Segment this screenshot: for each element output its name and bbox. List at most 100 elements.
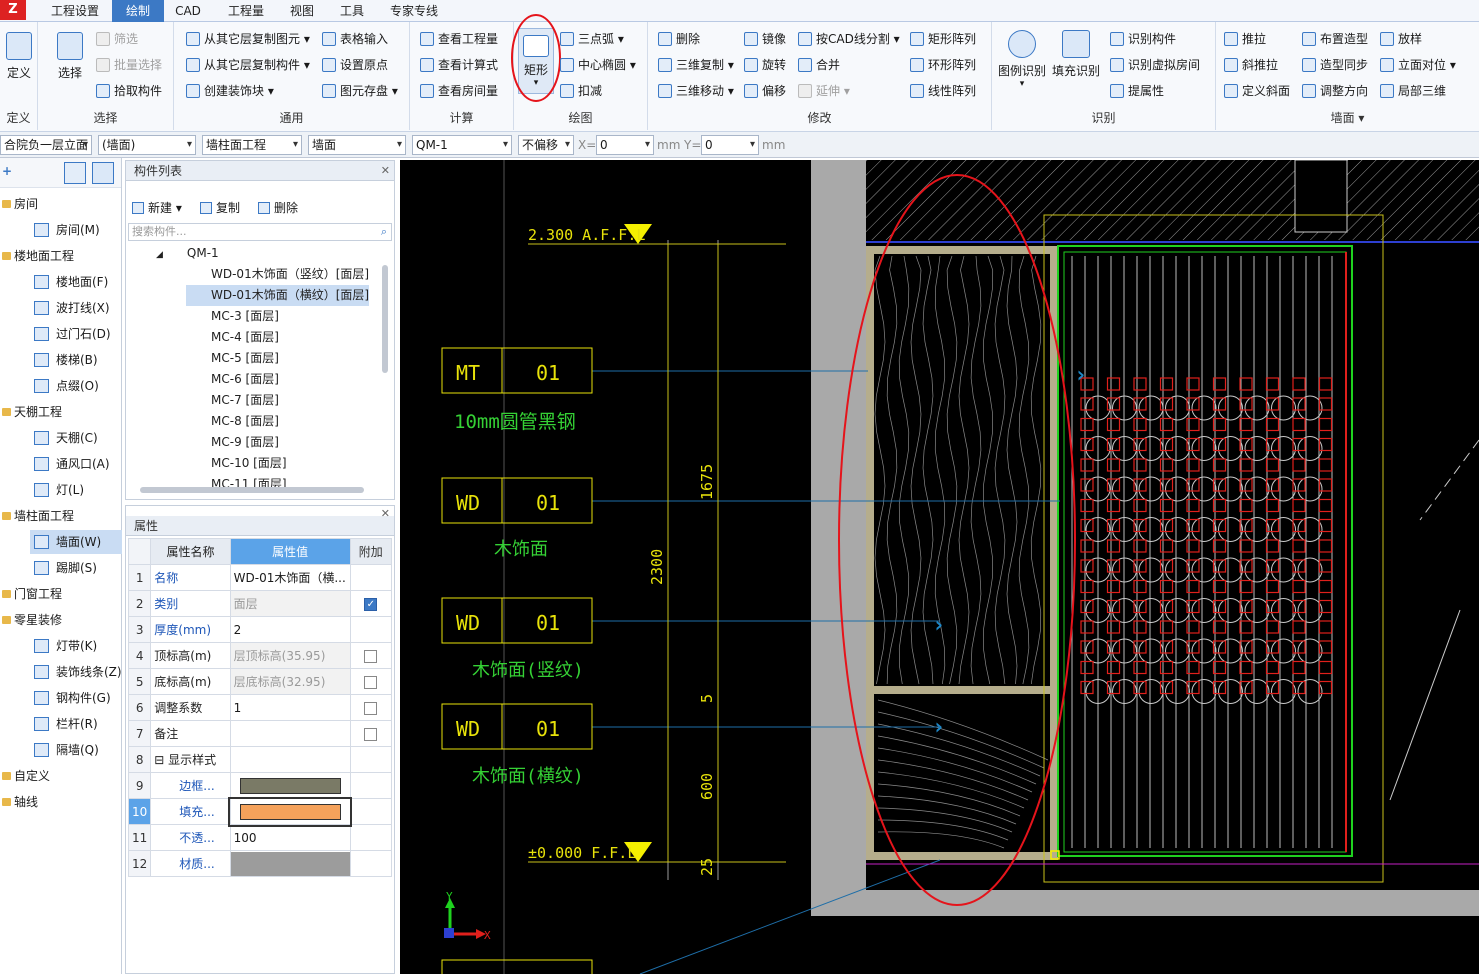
- view-quantity-button[interactable]: 查看工程量: [418, 28, 498, 50]
- offset-select[interactable]: 不偏移: [518, 135, 574, 155]
- property-value[interactable]: [228, 796, 353, 827]
- nav-item[interactable]: 灯(L): [30, 478, 122, 502]
- material-tag[interactable]: WD 01 木饰面(竖纹): [441, 597, 593, 681]
- pick-component-button[interactable]: 拾取构件: [94, 80, 162, 102]
- floor-select[interactable]: 合院负一层立面: [0, 135, 92, 155]
- vertical-scrollbar[interactable]: [382, 265, 388, 373]
- component-list-item[interactable]: MC-9 [面层]: [211, 435, 279, 449]
- nav-category[interactable]: 零星装修: [0, 608, 62, 632]
- drawing-canvas[interactable]: › › › 2.300 A.F.F.L ±0.000 F.F.L 2300 16…: [400, 160, 1479, 974]
- tab-expert[interactable]: 专家专线: [389, 4, 438, 18]
- nav-item[interactable]: 楼地面(F): [30, 270, 122, 294]
- mirror-button[interactable]: 镜像: [742, 28, 786, 50]
- local-3d-button[interactable]: 局部三维: [1378, 80, 1446, 102]
- adjust-direction-button[interactable]: 调整方向: [1300, 80, 1368, 102]
- tab-view[interactable]: 视图: [289, 4, 314, 18]
- nav-item[interactable]: 踢脚(S): [30, 556, 122, 580]
- component-list-item[interactable]: MC-3 [面层]: [211, 309, 279, 323]
- material-tag[interactable]: WD 01 木饰面(横纹): [441, 703, 593, 787]
- nav-item[interactable]: 过门石(D): [30, 322, 122, 346]
- attach-checkbox[interactable]: [364, 701, 378, 715]
- 3d-move-button[interactable]: 三维移动 ▾: [656, 80, 734, 102]
- copy-component-from-layer-button[interactable]: 从其它层复制构件 ▾: [184, 54, 310, 76]
- nav-item[interactable]: 栏杆(R): [30, 712, 122, 736]
- component-list-item[interactable]: MC-4 [面层]: [211, 330, 279, 344]
- property-value[interactable]: [229, 746, 351, 773]
- nav-item[interactable]: 灯带(K): [30, 634, 122, 658]
- define-slope-button[interactable]: 定义斜面: [1222, 80, 1290, 102]
- view-room-quantity-button[interactable]: 查看房间量: [418, 80, 498, 102]
- component-list-item[interactable]: MC-6 [面层]: [211, 372, 279, 386]
- shape-sync-button[interactable]: 造型同步: [1300, 54, 1368, 76]
- tab-quantity[interactable]: 工程量: [227, 4, 264, 18]
- nav-item[interactable]: 房间(M): [30, 218, 122, 242]
- component-list-item[interactable]: MC-10 [面层]: [211, 456, 287, 470]
- nav-item[interactable]: 波打线(X): [30, 296, 122, 320]
- fill-color-swatch[interactable]: [239, 803, 341, 820]
- attach-checkbox[interactable]: [364, 649, 378, 663]
- property-value[interactable]: WD-01木饰面（横...: [229, 564, 351, 591]
- nav-item[interactable]: 通风口(A): [30, 452, 122, 476]
- merge-button[interactable]: 合并: [796, 54, 840, 76]
- material-swatch[interactable]: [231, 851, 350, 876]
- 3d-copy-button[interactable]: 三维复制 ▾: [656, 54, 734, 76]
- x-input[interactable]: 0: [596, 135, 654, 155]
- delete-button[interactable]: 删除: [256, 197, 298, 219]
- nav-category[interactable]: 自定义: [0, 764, 50, 788]
- material-tag[interactable]: WD 01 木饰面: [441, 477, 593, 560]
- subcategory-select[interactable]: 墙面: [308, 135, 406, 155]
- fill-identify-button[interactable]: 填充识别: [1050, 30, 1102, 79]
- horizontal-scrollbar[interactable]: [140, 487, 364, 493]
- filter-button[interactable]: 筛选: [94, 28, 138, 50]
- component-list-item[interactable]: MC-8 [面层]: [211, 414, 279, 428]
- group-title[interactable]: 墙面 ▾: [1330, 111, 1365, 125]
- deduct-button[interactable]: 扣减: [558, 80, 602, 102]
- batch-select-button[interactable]: 批量选择: [94, 54, 162, 76]
- border-color-swatch[interactable]: [239, 777, 341, 794]
- new-button[interactable]: 新建 ▾: [130, 197, 182, 219]
- app-logo[interactable]: Z: [0, 0, 26, 20]
- property-value[interactable]: [229, 772, 351, 799]
- loft-button[interactable]: 放样: [1378, 28, 1422, 50]
- push-pull-button[interactable]: 推拉: [1222, 28, 1266, 50]
- nav-item[interactable]: 墙面(W): [30, 530, 122, 554]
- select-button[interactable]: 选择: [52, 32, 88, 81]
- nav-category[interactable]: 楼地面工程: [0, 244, 74, 268]
- three-point-arc-button[interactable]: 三点弧 ▾: [558, 28, 624, 50]
- component-list-item[interactable]: WD-01木饰面（竖纹）[面层]: [211, 267, 370, 281]
- property-value[interactable]: [229, 850, 351, 877]
- add-icon[interactable]: +: [2, 164, 13, 178]
- property-value[interactable]: 层顶标高(35.95): [229, 642, 351, 669]
- property-row[interactable]: 8⊟ 显示样式: [127, 746, 393, 773]
- ring-array-button[interactable]: 环形阵列: [908, 54, 976, 76]
- identify-component-button[interactable]: 识别构件: [1108, 28, 1176, 50]
- save-element-button[interactable]: 图元存盘 ▾: [320, 80, 398, 102]
- offset-button[interactable]: 偏移: [742, 80, 786, 102]
- identify-virtual-room-button[interactable]: 识别虚拟房间: [1108, 54, 1200, 76]
- split-by-cad-line-button[interactable]: 按CAD线分割 ▾: [796, 28, 900, 50]
- nav-category[interactable]: 墙柱面工程: [0, 504, 74, 528]
- close-icon[interactable]: ✕: [380, 164, 390, 177]
- nav-category[interactable]: 房间: [0, 192, 38, 216]
- legend-identify-button[interactable]: 图例识别▾: [996, 30, 1048, 89]
- nav-item[interactable]: 天棚(C): [30, 426, 122, 450]
- center-ellipse-button[interactable]: 中心椭圆 ▾: [558, 54, 636, 76]
- copy-from-layer-button[interactable]: 从其它层复制图元 ▾: [184, 28, 310, 50]
- rect-array-button[interactable]: 矩形阵列: [908, 28, 976, 50]
- linear-array-button[interactable]: 线性阵列: [908, 80, 976, 102]
- component-search-input[interactable]: 搜索构件...⌕: [128, 223, 392, 241]
- oblique-push-pull-button[interactable]: 斜推拉: [1222, 54, 1278, 76]
- tab-draw[interactable]: 绘制: [112, 0, 164, 22]
- extend-button[interactable]: 延伸 ▾: [796, 80, 850, 102]
- nav-item[interactable]: 隔墙(Q): [30, 738, 122, 762]
- nav-item[interactable]: 楼梯(B): [30, 348, 122, 372]
- tab-project-settings[interactable]: 工程设置: [50, 4, 99, 18]
- nav-item[interactable]: 点缀(O): [30, 374, 122, 398]
